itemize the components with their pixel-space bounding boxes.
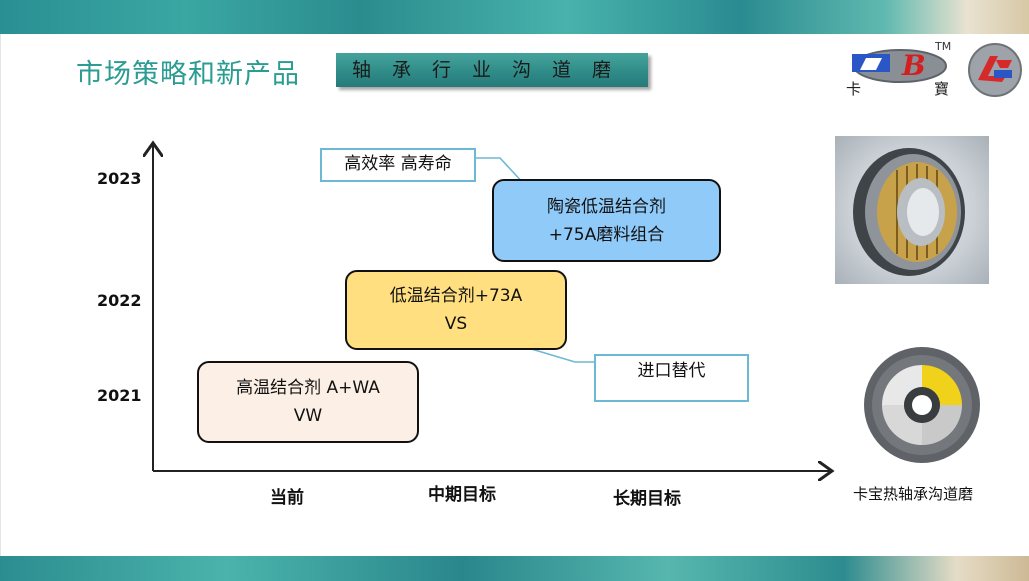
stage-current-line1: 高温结合剂 A+WA [236,378,380,398]
y-tick-2022: 2022 [97,291,142,310]
left-divider [0,34,1,556]
stage-current-line2: VW [293,406,323,426]
stage-mid-line2: VS [444,314,468,334]
product-caption: 卡宝热轴承沟道磨 [853,485,974,503]
x-tick-mid-term: 中期目标 [428,485,496,505]
stage-long-line1: 陶瓷低温结合剂 [547,196,666,217]
top-ocean-band [0,0,1029,34]
brand-char-bao: 寶 [934,80,950,98]
subtitle-banner: 轴承行业沟道磨 [336,53,648,87]
callout-high-efficiency: 高效率 高寿命 [320,148,476,182]
stage-box-current: 高温结合剂 A+WA VW [197,361,419,443]
x-tick-current: 当前 [270,488,304,508]
page-title: 市场策略和新产品 [76,59,300,90]
stage-long-line2: +75A磨料组合 [548,224,665,245]
y-tick-2023: 2023 [97,169,142,188]
brand-logo: B [852,49,947,83]
brand-char-ka: 卡 [846,80,862,98]
grinding-wheel-photo [864,347,980,463]
svg-text:B: B [901,49,926,82]
bearing-illustration [853,148,965,276]
x-tick-long-term: 长期目标 [613,489,681,509]
stage-box-mid-term: 低温结合剂+73A VS [345,270,567,350]
bottom-ocean-band [0,556,1029,581]
y-tick-2021: 2021 [97,386,142,405]
partner-logo [968,43,1022,97]
stage-mid-line1: 低温结合剂+73A [389,286,523,306]
trademark-mark: TM [935,40,952,53]
stage-box-long-term: 陶瓷低温结合剂 +75A磨料组合 [492,179,721,262]
callout-import-substitution: 进口替代 [594,354,749,402]
bearing-photo [835,136,989,284]
